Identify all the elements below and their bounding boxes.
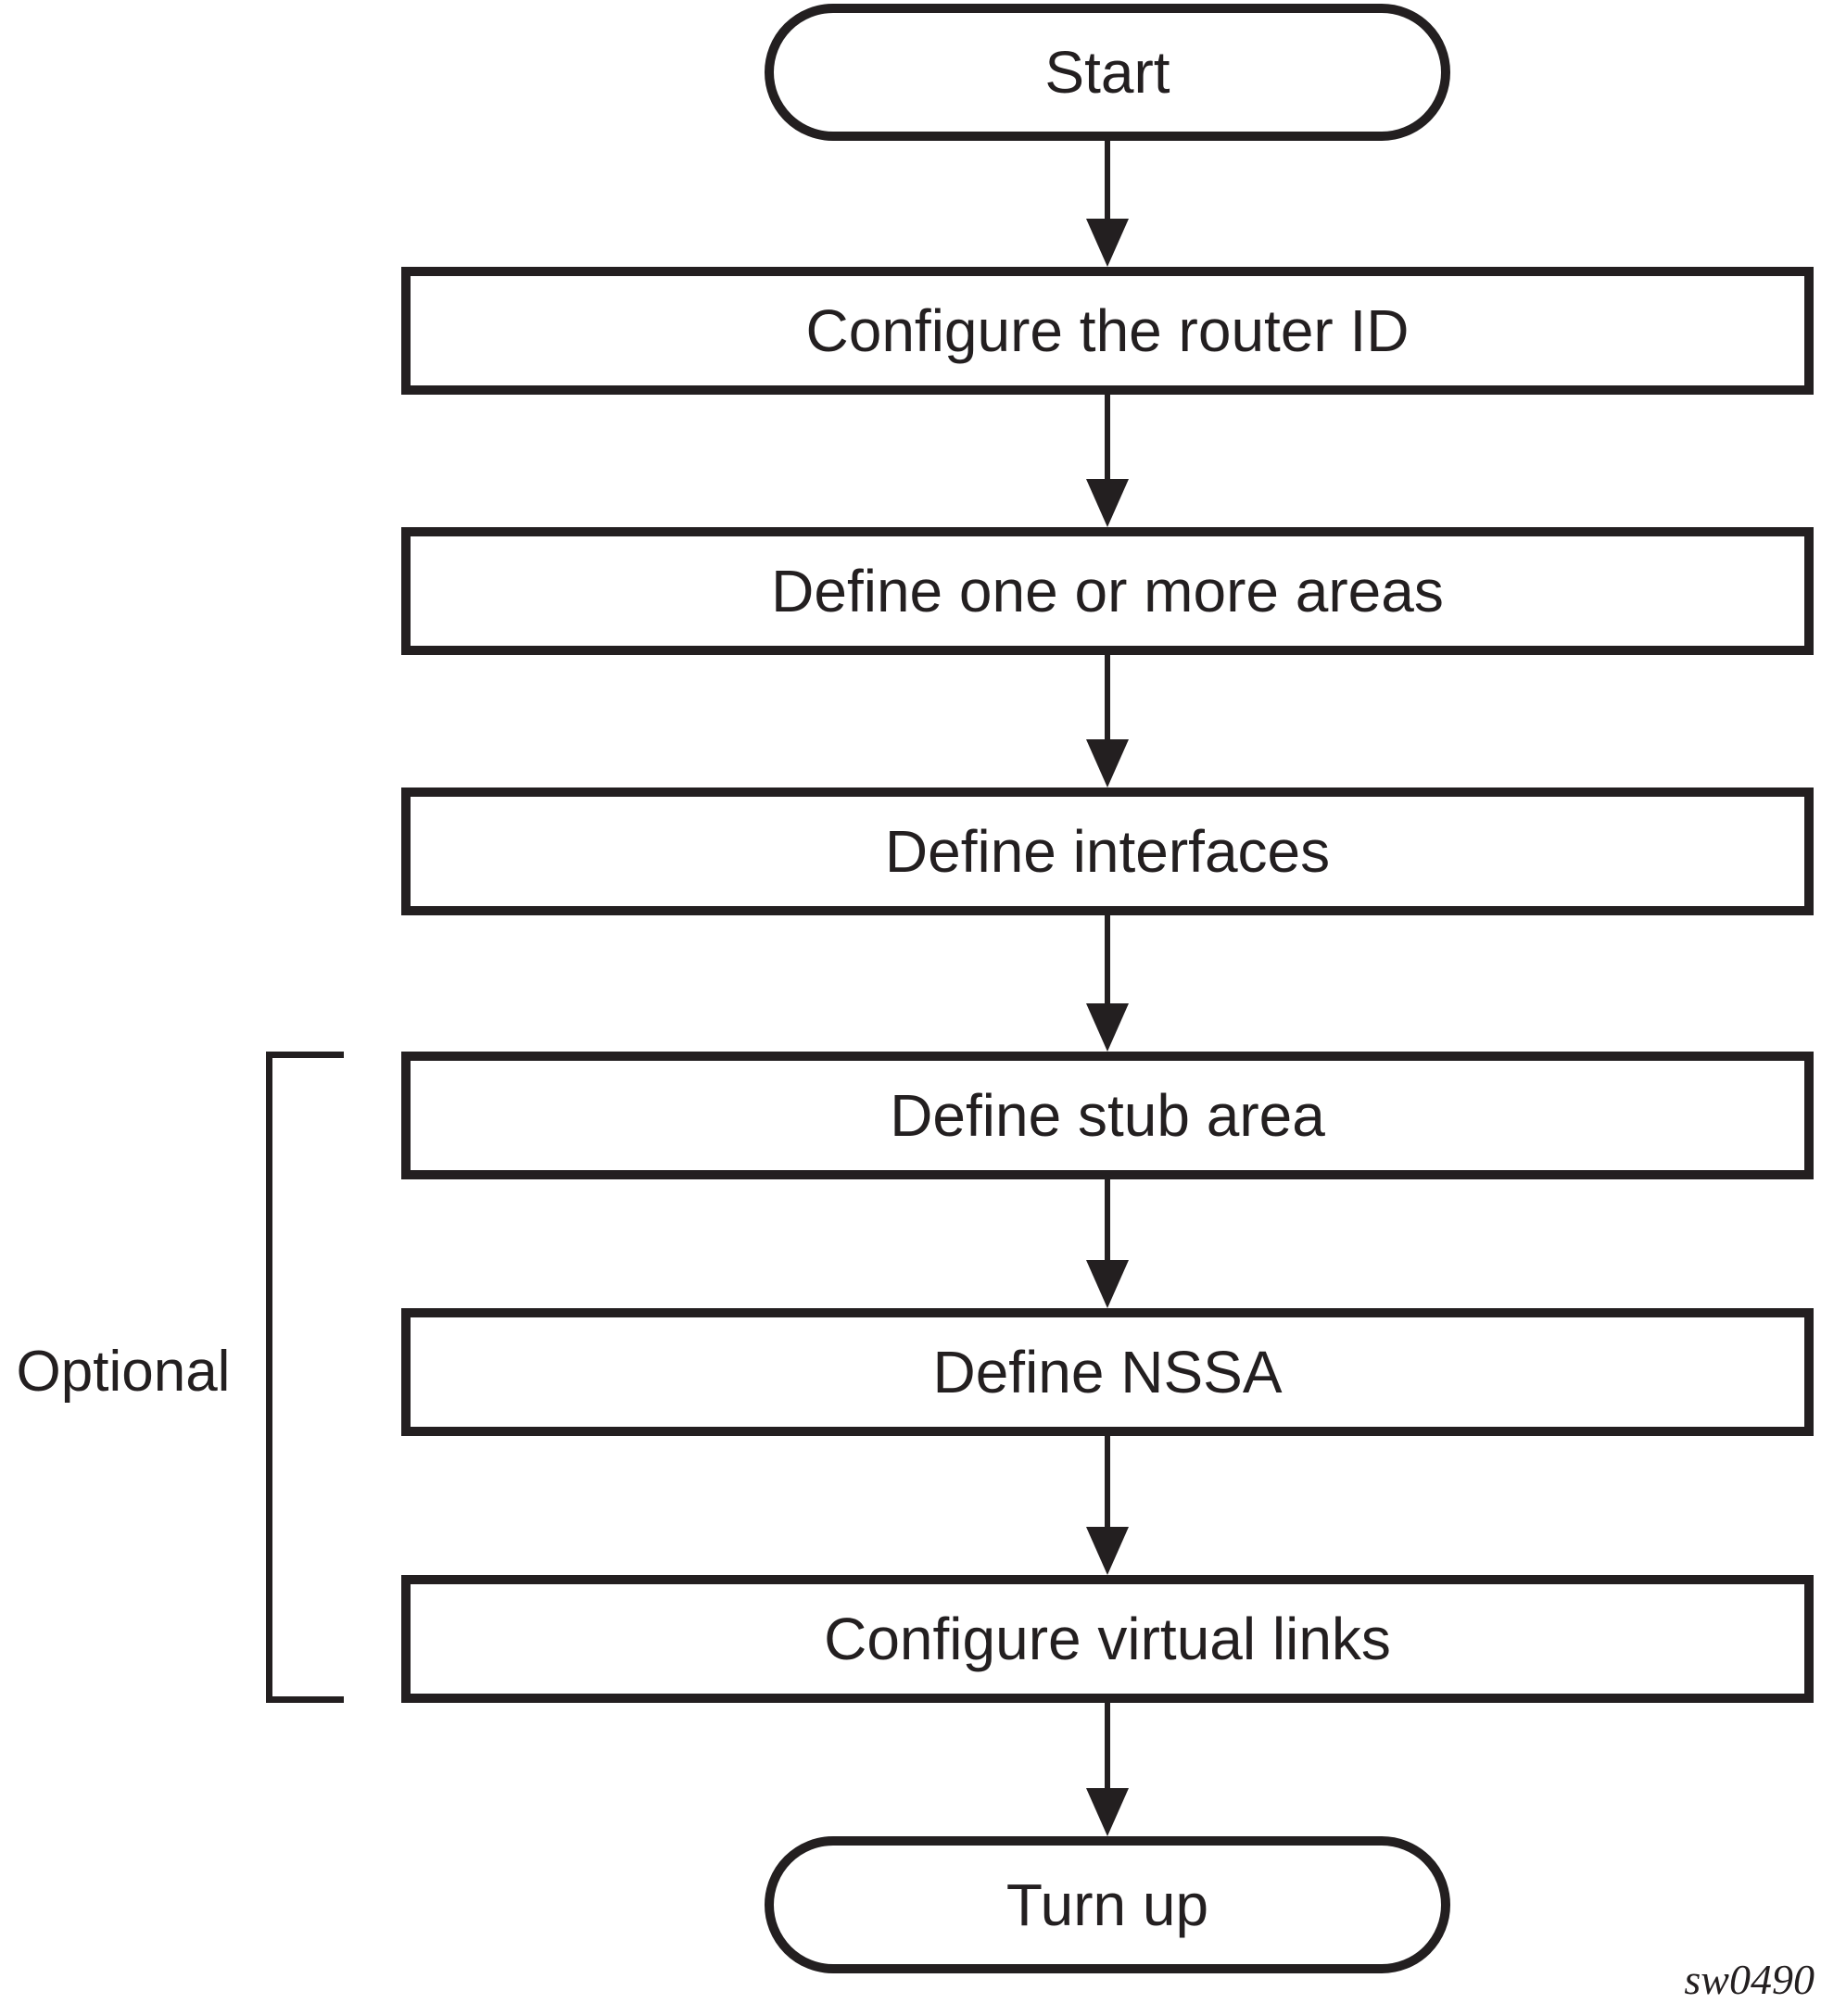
optional-group-bracket	[266, 1052, 344, 1703]
process-box-define-stub-area: Define stub area	[401, 1052, 1814, 1179]
arrow-head-icon	[1086, 479, 1129, 527]
flow-arrow	[1086, 395, 1129, 527]
arrow-shaft	[1105, 395, 1110, 490]
flow-arrow	[1086, 655, 1129, 788]
arrow-shaft	[1105, 1179, 1110, 1271]
process-box-configure-virtual-links: Configure virtual links	[401, 1575, 1814, 1703]
arrow-shaft	[1105, 655, 1110, 750]
flow-arrow	[1086, 1179, 1129, 1308]
process-box-define-nssa: Define NSSA	[401, 1308, 1814, 1436]
flow-arrow	[1086, 141, 1129, 267]
process-box-label: Define stub area	[890, 1082, 1325, 1149]
process-box-label: Configure virtual links	[824, 1606, 1391, 1672]
arrow-head-icon	[1086, 1788, 1129, 1836]
arrow-shaft	[1105, 1703, 1110, 1799]
terminal-turn-up-label: Turn up	[1005, 1871, 1209, 1938]
terminal-start: Start	[765, 4, 1450, 141]
arrow-head-icon	[1086, 1003, 1129, 1052]
process-box-label: Configure the router ID	[805, 297, 1410, 364]
process-box-define-areas: Define one or more areas	[401, 527, 1814, 655]
terminal-start-label: Start	[1044, 39, 1170, 106]
arrow-head-icon	[1086, 219, 1129, 267]
arrow-shaft	[1105, 915, 1110, 1014]
arrow-head-icon	[1086, 1527, 1129, 1575]
arrow-shaft	[1105, 1436, 1110, 1538]
arrow-head-icon	[1086, 1260, 1129, 1308]
flow-arrow	[1086, 1703, 1129, 1836]
terminal-turn-up: Turn up	[765, 1836, 1450, 1973]
process-box-label: Define interfaces	[884, 818, 1331, 885]
figure-id-watermark: sw0490	[1684, 1956, 1815, 2003]
flow-arrow	[1086, 1436, 1129, 1575]
arrow-shaft	[1105, 141, 1110, 230]
process-box-label: Define NSSA	[932, 1339, 1283, 1405]
flow-arrow	[1086, 915, 1129, 1052]
optional-group-label: Optional	[16, 1340, 231, 1404]
process-box-label: Define one or more areas	[771, 558, 1444, 624]
arrow-head-icon	[1086, 739, 1129, 788]
process-box-define-interfaces: Define interfaces	[401, 788, 1814, 915]
process-box-configure-router-id: Configure the router ID	[401, 267, 1814, 395]
